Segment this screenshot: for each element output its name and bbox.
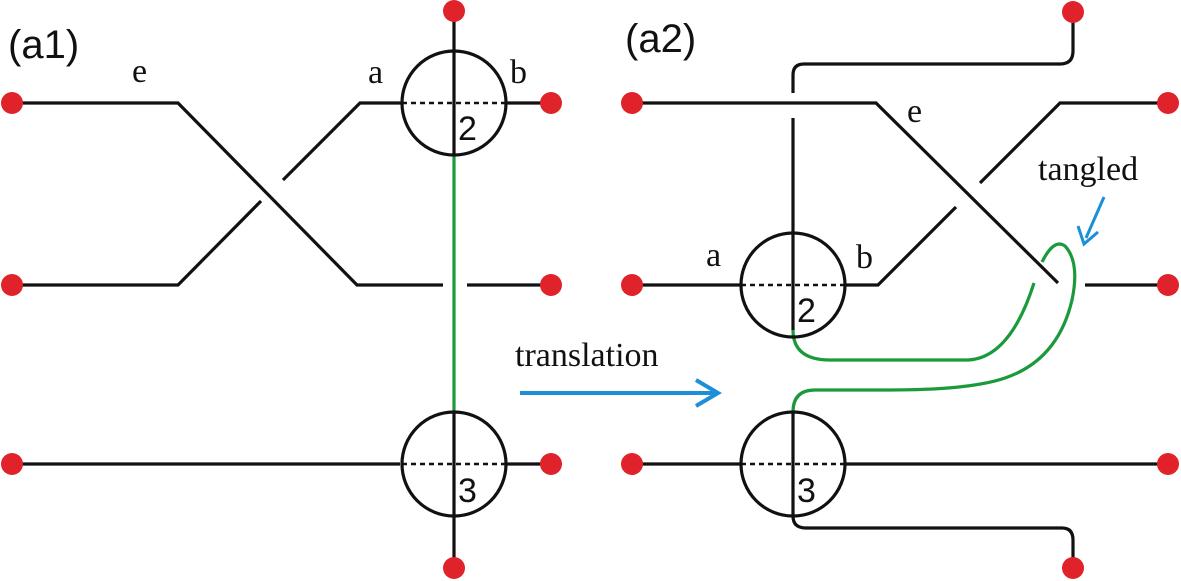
strand-b-lower-segment xyxy=(845,205,958,287)
tangled-pointer-arrow xyxy=(1084,196,1106,239)
endpoint-dot xyxy=(621,92,643,114)
panel-a1: (a1) e a b 2 3 xyxy=(1,0,562,579)
node-label-2: 2 xyxy=(458,110,477,148)
strand-b-upper-segment xyxy=(978,101,1170,185)
strand-label-e: e xyxy=(907,93,922,130)
endpoint-dot xyxy=(540,274,562,296)
endpoint-dot xyxy=(1,274,23,296)
translation-arrow-group: translation xyxy=(515,337,722,408)
strand-a-upper-segment xyxy=(281,101,402,182)
strand-label-a: a xyxy=(706,237,721,274)
panel-label-a2: (a2) xyxy=(625,17,696,61)
strand-bottom-hook xyxy=(791,470,1075,568)
strand-top-hook xyxy=(791,12,1075,93)
endpoint-dot xyxy=(540,92,562,114)
green-tangled-connector xyxy=(791,242,1077,413)
tangled-pointer-arrowhead xyxy=(1076,225,1099,247)
translation-arrowhead xyxy=(694,378,722,408)
endpoint-dot xyxy=(443,557,465,579)
endpoint-dot xyxy=(1157,92,1179,114)
endpoint-dot xyxy=(1157,274,1179,296)
endpoint-dot xyxy=(1,92,23,114)
endpoint-dot xyxy=(1062,557,1084,579)
translation-label: translation xyxy=(515,337,659,374)
strand-label-a: a xyxy=(368,54,383,91)
endpoint-dot xyxy=(621,274,643,296)
endpoint-dot xyxy=(540,453,562,475)
node-label-3: 3 xyxy=(458,472,477,510)
strand-e-line xyxy=(632,101,1060,285)
node-label-2: 2 xyxy=(797,292,816,330)
node-label-3: 3 xyxy=(797,472,816,510)
endpoint-dot xyxy=(443,0,465,22)
panel-label-a1: (a1) xyxy=(8,23,79,67)
strand-e-line xyxy=(12,101,443,287)
endpoint-dot xyxy=(1,453,23,475)
endpoint-dot xyxy=(1157,453,1179,475)
strand-label-e: e xyxy=(132,53,147,90)
endpoint-dot xyxy=(1062,1,1084,23)
strand-label-b: b xyxy=(856,239,873,276)
endpoint-dot xyxy=(621,453,643,475)
strand-label-b: b xyxy=(510,54,527,91)
panel-a2: (a2) e b a 2 3 tangled xyxy=(621,1,1179,579)
strand-a-lower-segment xyxy=(12,199,263,287)
tangled-annotation: tangled xyxy=(1038,151,1138,188)
